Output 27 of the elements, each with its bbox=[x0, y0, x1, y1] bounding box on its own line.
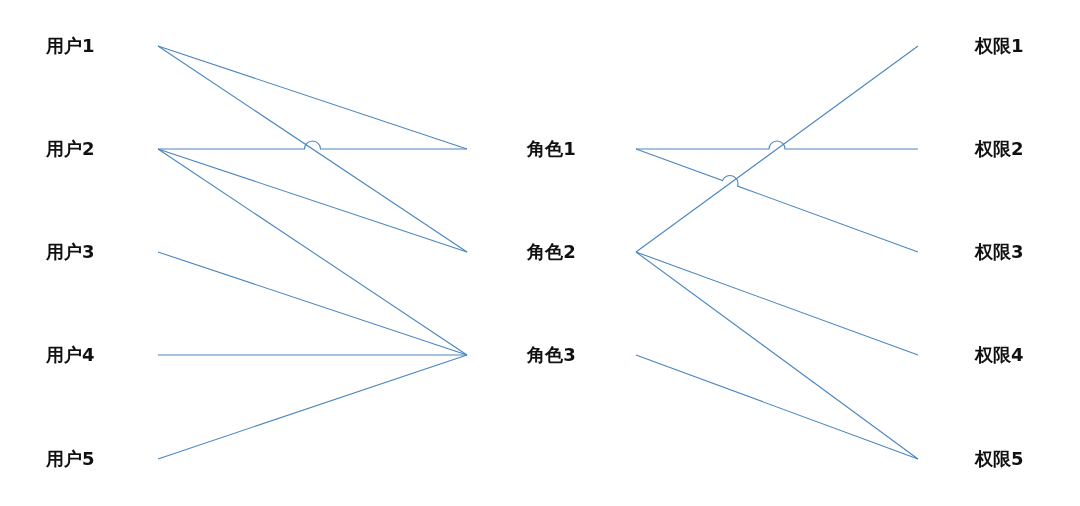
user-label: 用户3 bbox=[46, 240, 95, 264]
connector-line bbox=[635, 148, 919, 253]
connector-line bbox=[157, 148, 468, 253]
connector-line bbox=[635, 354, 919, 460]
user-label: 用户4 bbox=[46, 343, 95, 367]
connector-line bbox=[157, 251, 468, 356]
connector-line bbox=[635, 251, 919, 356]
connector-line bbox=[157, 45, 468, 253]
user-label: 用户5 bbox=[46, 447, 95, 471]
role-label: 角色2 bbox=[527, 240, 576, 264]
connector-line bbox=[635, 251, 919, 460]
connector-line bbox=[157, 148, 468, 356]
permission-label: 权限4 bbox=[975, 343, 1024, 367]
connector-line bbox=[157, 354, 468, 460]
connector-line bbox=[157, 354, 468, 356]
user-label: 用户2 bbox=[46, 137, 95, 161]
connector-line bbox=[635, 140, 919, 150]
permission-label: 权限3 bbox=[975, 240, 1024, 264]
connector-line bbox=[157, 140, 468, 150]
connector-line bbox=[635, 45, 919, 253]
role-label: 角色3 bbox=[527, 343, 576, 367]
permission-label: 权限2 bbox=[975, 137, 1024, 161]
user-label: 用户1 bbox=[46, 34, 95, 58]
connector-line bbox=[157, 45, 468, 150]
permission-label: 权限5 bbox=[975, 447, 1024, 471]
role-label: 角色1 bbox=[527, 137, 576, 161]
permission-label: 权限1 bbox=[975, 34, 1024, 58]
